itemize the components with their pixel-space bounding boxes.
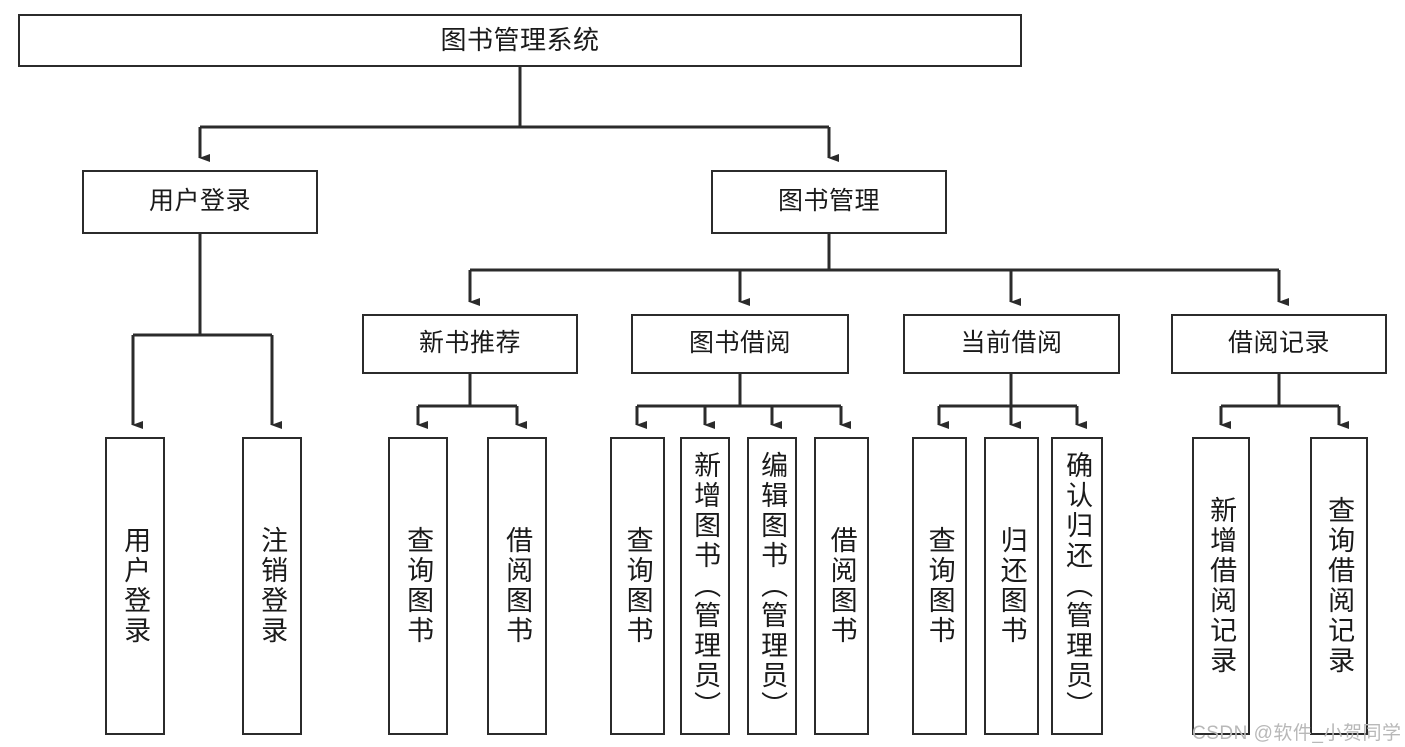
node-leaf-return-book[interactable]: 归还图书 [984,437,1039,735]
node-root[interactable]: 图书管理系统 [18,14,1022,67]
node-new-book-rec-label: 新书推荐 [418,329,521,358]
node-book-borrow[interactable]: 图书借阅 [631,314,849,374]
node-user-login[interactable]: 用户登录 [82,170,318,234]
node-leaf-query-book-cur[interactable]: 查询图书 [912,437,967,735]
node-leaf-query-record-label: 查询借阅记录 [1324,496,1355,676]
node-leaf-query-book-rec[interactable]: 查询图书 [388,437,448,735]
node-leaf-user-logout[interactable]: 注销登录 [242,437,302,735]
node-leaf-confirm-return[interactable]: 确认归还（管理员） [1051,437,1103,735]
node-leaf-confirm-return-label: 确认归还（管理员） [1062,451,1093,721]
node-borrow-record-label: 借阅记录 [1227,329,1330,358]
node-leaf-return-book-label: 归还图书 [996,526,1027,646]
node-borrow-record[interactable]: 借阅记录 [1171,314,1387,374]
node-leaf-borrow-book-rec[interactable]: 借阅图书 [487,437,547,735]
node-user-login-label: 用户登录 [148,187,251,216]
node-leaf-borrow-book[interactable]: 借阅图书 [814,437,869,735]
node-current-borrow[interactable]: 当前借阅 [903,314,1120,374]
node-leaf-borrow-book-label: 借阅图书 [826,526,857,646]
node-leaf-edit-book[interactable]: 编辑图书（管理员） [747,437,797,735]
node-leaf-add-record[interactable]: 新增借阅记录 [1192,437,1250,735]
node-book-borrow-label: 图书借阅 [688,329,791,358]
node-leaf-edit-book-label: 编辑图书（管理员） [757,451,788,721]
node-leaf-user-login[interactable]: 用户登录 [105,437,165,735]
node-leaf-query-book-cur-label: 查询图书 [924,526,955,646]
node-leaf-user-logout-label: 注销登录 [257,526,288,646]
node-leaf-add-record-label: 新增借阅记录 [1206,496,1237,676]
node-leaf-query-book-rec-label: 查询图书 [403,526,434,646]
node-root-label: 图书管理系统 [440,25,600,56]
node-leaf-query-book-borrow-label: 查询图书 [622,526,653,646]
node-leaf-borrow-book-rec-label: 借阅图书 [502,526,533,646]
node-leaf-query-book-borrow[interactable]: 查询图书 [610,437,665,735]
node-leaf-add-book[interactable]: 新增图书（管理员） [680,437,730,735]
node-current-borrow-label: 当前借阅 [960,329,1063,358]
node-leaf-user-login-label: 用户登录 [120,526,151,646]
node-book-manage[interactable]: 图书管理 [711,170,947,234]
node-new-book-rec[interactable]: 新书推荐 [362,314,578,374]
node-leaf-query-record[interactable]: 查询借阅记录 [1310,437,1368,735]
node-book-manage-label: 图书管理 [777,187,880,216]
node-leaf-add-book-label: 新增图书（管理员） [690,451,721,721]
